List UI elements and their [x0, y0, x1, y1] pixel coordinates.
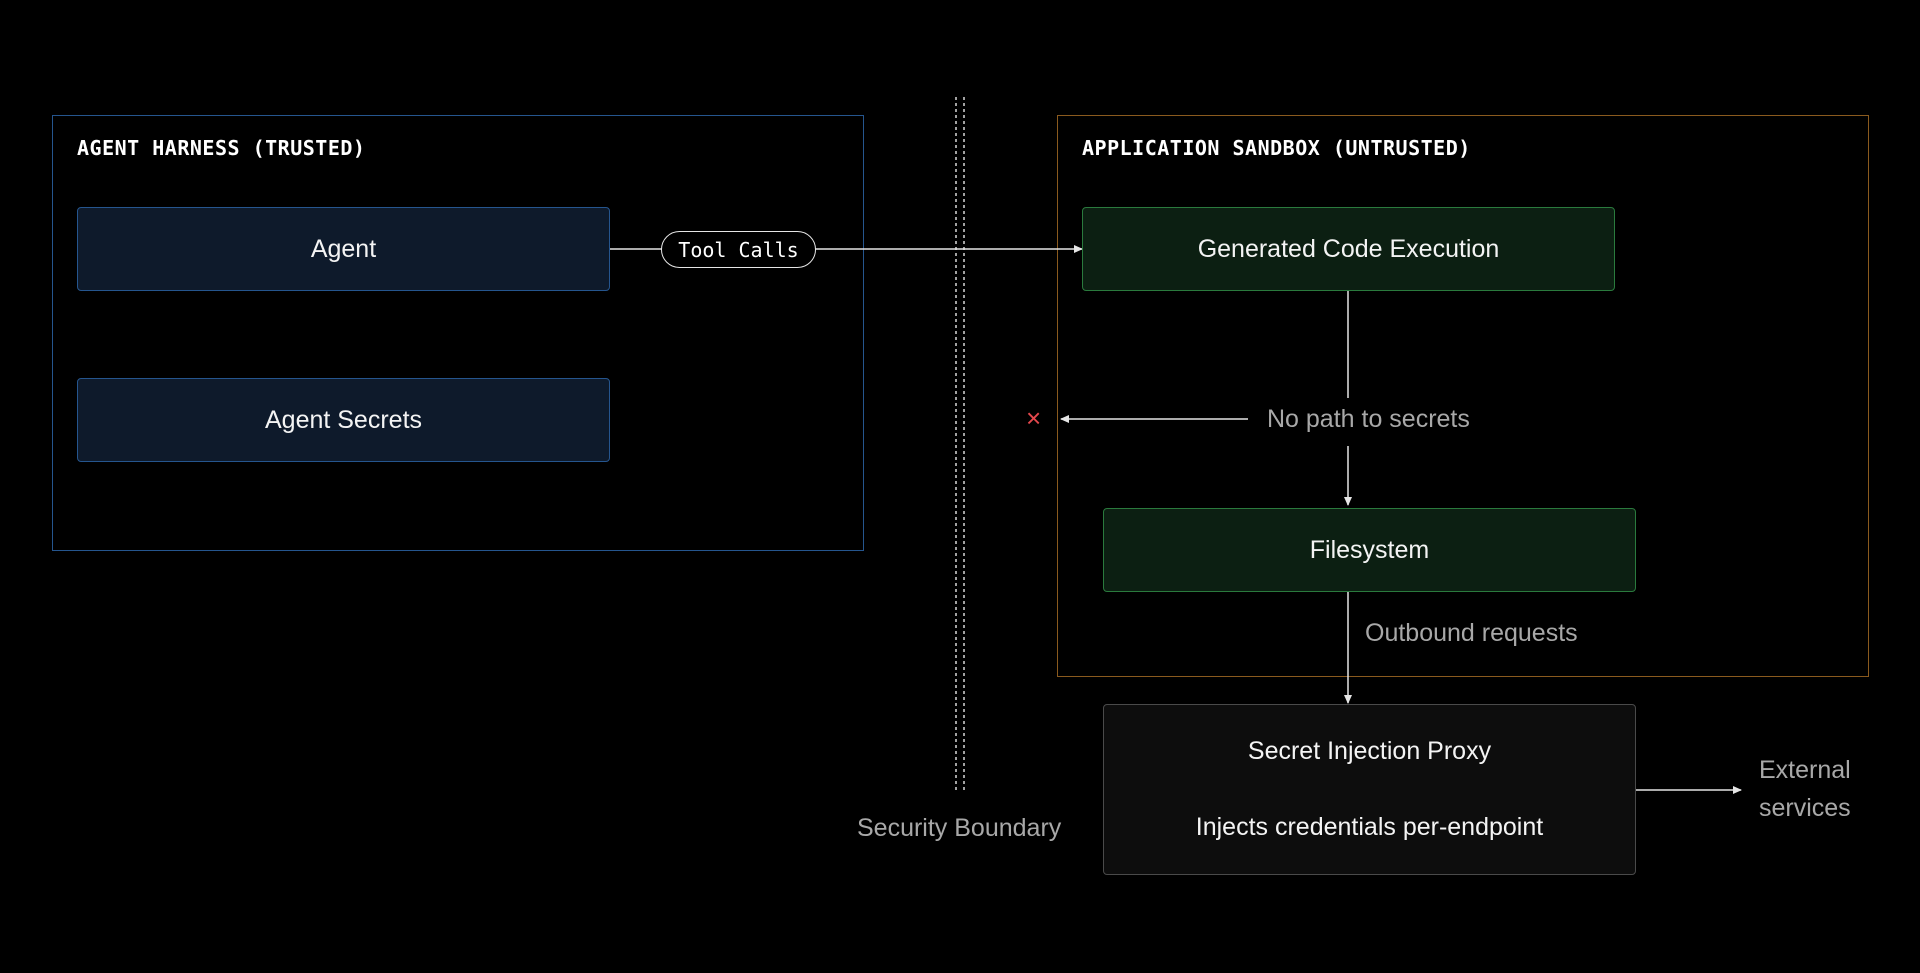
proxy-subtitle: Injects credentials per-endpoint — [1195, 813, 1544, 841]
no-path-to-secrets-label: No path to secrets — [1267, 405, 1470, 433]
tool-calls-pill: Tool Calls — [661, 231, 816, 268]
application-sandbox-title: APPLICATION SANDBOX (UNTRUSTED) — [1082, 136, 1471, 160]
agent-node: Agent — [77, 207, 610, 291]
outbound-requests-label: Outbound requests — [1365, 619, 1578, 647]
filesystem-node: Filesystem — [1103, 508, 1636, 592]
agent-secrets-node: Agent Secrets — [77, 378, 610, 462]
blocked-x-icon: × — [1026, 403, 1042, 433]
proxy-title: Secret Injection Proxy — [1247, 737, 1492, 765]
secret-injection-proxy-node: Secret Injection Proxy Injects credentia… — [1103, 704, 1636, 875]
generated-code-execution-node: Generated Code Execution — [1082, 207, 1615, 291]
external-services-label-line2: services — [1759, 794, 1851, 822]
agent-harness-region: AGENT HARNESS (TRUSTED) — [52, 115, 864, 551]
application-sandbox-region: APPLICATION SANDBOX (UNTRUSTED) — [1057, 115, 1869, 677]
external-services-label-line1: External — [1759, 756, 1851, 784]
security-boundary-label: Security Boundary — [857, 814, 1062, 842]
agent-harness-title: AGENT HARNESS (TRUSTED) — [77, 136, 366, 160]
